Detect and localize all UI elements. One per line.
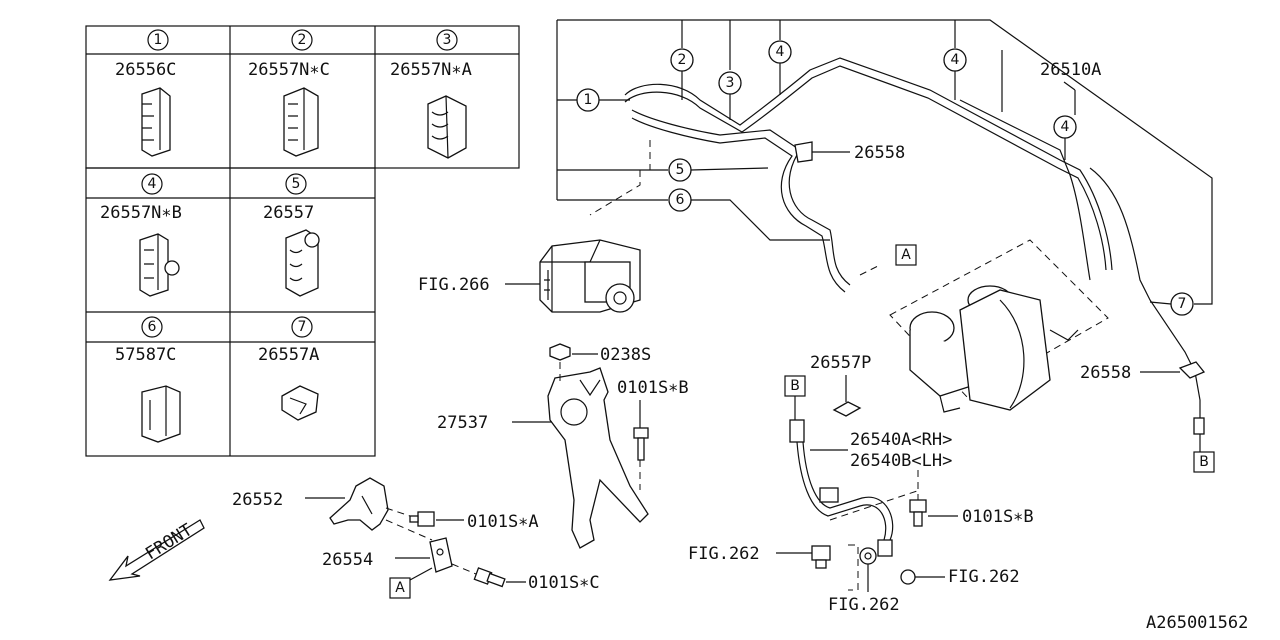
table-cell-6-number: 6 (148, 319, 157, 335)
bolt-0101SB-bottom (909, 499, 927, 527)
brake-pipes (589, 57, 1201, 420)
table-cell-3-part: 26557N∗A (390, 60, 472, 80)
clip-26557NA-illustration (427, 95, 467, 159)
callout-bubbles: 1 2 3 4 4 4 5 6 7 (576, 40, 1194, 316)
parts-legend-table: 1 26556C 2 26557N∗C 3 26557N∗A 4 26557N∗… (85, 25, 520, 457)
clip-26556C-illustration (141, 87, 171, 157)
front-label: FRONT (142, 520, 196, 564)
callout-7: 7 (1178, 296, 1187, 312)
clip-26557A-illustration (281, 385, 319, 421)
label-26540A: 26540A<RH> (850, 430, 952, 450)
label-26552: 26552 (232, 490, 283, 510)
label-26558-right: 26558 (1080, 363, 1131, 383)
callout-1: 1 (584, 92, 593, 108)
clip-26557P (832, 401, 862, 417)
callout-3: 3 (726, 75, 735, 91)
label-26554: 26554 (322, 550, 373, 570)
table-cell-7-number: 7 (298, 319, 307, 335)
brake-hose-26540 (789, 419, 894, 557)
label-26510A: 26510A (1040, 60, 1101, 80)
table-cell-1-number: 1 (154, 32, 163, 48)
master-cylinder-booster (889, 239, 1109, 413)
label-27537: 27537 (437, 413, 488, 433)
bracket-26552 (329, 477, 389, 531)
label-0101SB-top: 0101S∗B (617, 378, 689, 398)
ref-box-B-right: B (1199, 454, 1209, 470)
callout-4c: 4 (1061, 119, 1070, 135)
bolt-0101SC (473, 567, 506, 588)
washer-fig262-right (900, 569, 916, 585)
table-cell-1-part: 26556C (115, 60, 176, 80)
table-cell-5-part: 26557 (263, 203, 314, 223)
clip-57587C-illustration (141, 385, 181, 443)
abs-bracket-27537 (547, 367, 649, 549)
label-fig266: FIG.266 (418, 275, 490, 295)
callout-6: 6 (676, 192, 685, 208)
table-cell-2-part: 26557N∗C (248, 60, 330, 80)
label-0101SC: 0101S∗C (528, 573, 600, 593)
ref-box-B-left: B (790, 378, 800, 394)
table-cell-5-number: 5 (292, 176, 301, 192)
label-fig262-right: FIG.262 (948, 567, 1020, 587)
clip-26557-illustration (285, 229, 320, 297)
table-cell-4-part: 26557N∗B (100, 203, 182, 223)
callout-5: 5 (676, 162, 685, 178)
table-cell-6-part: 57587C (115, 345, 176, 365)
clip-26558-right (1178, 361, 1206, 435)
washer-fig262 (859, 547, 877, 565)
callout-2: 2 (678, 52, 687, 68)
front-direction-arrow (108, 519, 205, 581)
label-fig262-left: FIG.262 (688, 544, 760, 564)
clip-26558-top (794, 141, 813, 163)
diagram-id: A265001562 (1146, 613, 1248, 633)
label-26540B: 26540B<LH> (850, 451, 952, 471)
callout-4b: 4 (951, 52, 960, 68)
bolt-0101SB-top (633, 427, 649, 461)
bolt-0101SA (409, 511, 435, 527)
label-26557P: 26557P (810, 353, 871, 373)
label-0101SB-bottom: 0101S∗B (962, 507, 1034, 527)
clip-26557NC-illustration (283, 87, 319, 157)
ref-box-A-top: A (901, 247, 911, 263)
table-cell-2-number: 2 (298, 32, 307, 48)
table-cell-7-part: 26557A (258, 345, 319, 365)
bracket-26554 (429, 537, 453, 573)
label-0101SA: 0101S∗A (467, 512, 539, 532)
label-fig262-bottom: FIG.262 (828, 595, 900, 615)
table-cell-4-number: 4 (148, 176, 157, 192)
ref-box-A-bottom: A (395, 580, 405, 596)
label-26558-top: 26558 (854, 143, 905, 163)
clip-26557NB-illustration (139, 233, 180, 297)
abs-hydraulic-unit (539, 239, 641, 313)
nut-0238S (549, 343, 571, 361)
table-cell-3-number: 3 (443, 32, 452, 48)
callout-4a: 4 (776, 44, 785, 60)
union-bolt-fig262 (811, 545, 831, 569)
label-0238S: 0238S (600, 345, 651, 365)
